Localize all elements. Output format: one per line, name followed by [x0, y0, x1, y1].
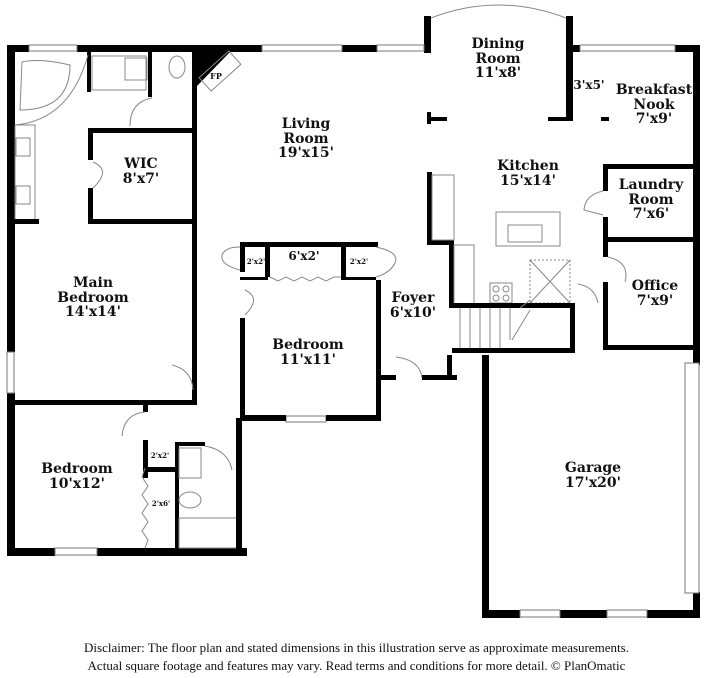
windows — [6, 44, 700, 618]
room-label-office: Office 7'x9' — [631, 278, 679, 309]
disclaimer-line-2: Actual square footage and features may v… — [87, 658, 626, 673]
room-label-closet-2x2-left: 2'x2' — [246, 257, 266, 266]
exterior-walls — [7, 4, 700, 618]
room-label-closet-2x2-bath: 2'x2' — [150, 451, 170, 460]
room-label-bedroom-11x11: Bedroom 11'x11' — [272, 337, 344, 368]
disclaimer-line-1: Disclaimer: The floor plan and stated di… — [84, 640, 629, 655]
room-label-laundry: Laundry Room 7'x6' — [618, 177, 684, 223]
room-label-main-bedroom: Main Bedroom 14'x14' — [57, 275, 129, 321]
room-label-breakfast-nook: Breakfast Nook 7'x9' — [615, 82, 693, 128]
room-label-closet-2x2-right: 2'x2' — [349, 257, 369, 266]
room-label-dining: Dining Room 11'x8' — [471, 36, 525, 82]
room-label-wic: WIC 8'x7' — [122, 156, 160, 187]
interior-walls — [7, 45, 700, 555]
room-label-pantry: 3'x5' — [573, 78, 605, 92]
fireplace-label: FP — [210, 71, 222, 81]
room-label-garage: Garage 17'x20' — [564, 460, 622, 491]
room-label-kitchen: Kitchen 15'x14' — [497, 158, 559, 189]
room-label-foyer: Foyer 6'x10' — [389, 290, 437, 321]
room-label-closet-6x2: 6'x2' — [288, 249, 320, 263]
room-label-bedroom-10x12: Bedroom 10'x12' — [41, 461, 113, 492]
room-label-closet-2x6: 2'x6' — [151, 499, 171, 508]
room-label-living: Living Room 19'x15' — [278, 116, 334, 162]
